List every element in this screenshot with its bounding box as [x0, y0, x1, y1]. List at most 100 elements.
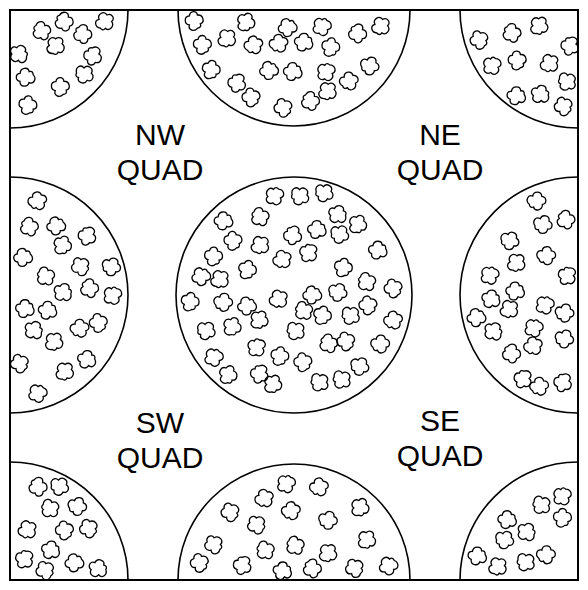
- pellet-squiggle: [41, 329, 66, 354]
- pellet-squiggle: [100, 283, 126, 309]
- pellet-squiggle: [311, 304, 333, 326]
- pellet-squiggle: [554, 69, 578, 95]
- corner-circle: [460, 462, 578, 580]
- pellet-squiggle: [68, 254, 93, 279]
- pellet-squiggle: [193, 35, 211, 54]
- pellet-squiggle: [506, 86, 527, 107]
- pellet-squiggle: [37, 496, 63, 522]
- pellet-squiggle: [77, 516, 101, 541]
- pellet-squiggle: [234, 10, 258, 34]
- pellet-squiggle: [10, 351, 31, 375]
- pellet-squiggle: [320, 37, 341, 58]
- pellet-squiggle: [553, 508, 572, 528]
- pellet-squiggle: [51, 77, 69, 96]
- pellet-squiggle: [554, 208, 577, 231]
- pellet-squiggle: [306, 220, 327, 240]
- pellet-squiggle: [501, 343, 521, 364]
- pellet-squiggle: [555, 304, 575, 323]
- pellet-squiggle: [301, 558, 323, 580]
- pellet-squiggle: [335, 330, 357, 353]
- pellet-squiggle: [39, 539, 62, 562]
- pellet-squiggle: [226, 72, 248, 95]
- pellet-squiggle: [537, 51, 563, 77]
- pellet-squiggle: [370, 334, 390, 354]
- pellet-squiggle: [500, 22, 523, 45]
- pellet-squiggle: [368, 13, 394, 39]
- pellet-squiggle: [555, 263, 578, 288]
- pellet-squiggle: [76, 224, 99, 247]
- pellet-squiggle: [248, 362, 271, 385]
- pellet-squiggle: [382, 277, 404, 300]
- pellet-squiggle: [549, 483, 575, 509]
- pellet-squiggle: [287, 184, 312, 209]
- pellet-squiggle: [291, 298, 316, 323]
- frame: [10, 10, 578, 580]
- pellet-squiggle: [382, 309, 405, 332]
- pellet-squiggle: [326, 281, 349, 303]
- pellet-squiggle: [466, 308, 487, 328]
- pellet-squiggle: [214, 26, 240, 52]
- pellet-squiggle: [333, 257, 354, 278]
- pellet-squiggle: [367, 240, 388, 261]
- pellet-squiggle: [376, 554, 400, 578]
- pellet-squiggle: [207, 267, 233, 293]
- pellet-squiggle: [88, 312, 109, 334]
- pellet-squiggle: [26, 190, 49, 213]
- pellet-squiggle: [521, 334, 545, 358]
- pellet-squiggle: [283, 225, 303, 245]
- pellet-squiggle: [559, 34, 578, 57]
- pellet-squiggle: [16, 68, 35, 86]
- pellet-squiggle: [267, 32, 290, 55]
- pellet-squiggle: [216, 363, 240, 387]
- pellet-squiggle: [536, 545, 557, 565]
- pellet-squiggle: [507, 50, 526, 70]
- pellet-squiggle: [338, 70, 361, 92]
- pellet-squiggle: [511, 367, 535, 392]
- pellet-squiggle: [346, 212, 370, 237]
- pellet-squiggle: [505, 281, 525, 301]
- pellet-squiggle: [188, 551, 210, 574]
- pellet-squiggle: [201, 345, 226, 369]
- pellet-squiggle: [313, 59, 339, 85]
- pellet-squiggle: [236, 296, 257, 316]
- pellet-squiggle: [532, 292, 557, 317]
- pellet-squiggle: [521, 316, 546, 341]
- pellet-squiggle: [293, 351, 314, 372]
- pellet-squiggle: [328, 223, 352, 246]
- edge-circle: [10, 177, 128, 413]
- pellet-squiggle: [273, 471, 298, 496]
- pellet-squiggle: [201, 59, 222, 81]
- pellet-squiggle: [272, 96, 295, 119]
- quadrant-label: SW QUAD: [104, 405, 216, 475]
- pellet-squiggle: [348, 495, 372, 520]
- quadrant-label: SE QUAD: [384, 403, 496, 473]
- pellet-squiggle: [309, 14, 334, 39]
- pellet-squiggle: [53, 11, 75, 33]
- pellet-squiggle: [194, 319, 218, 343]
- pellet-squiggle: [244, 512, 269, 537]
- pellet-squiggle: [528, 492, 554, 518]
- pellet-squiggle: [496, 296, 522, 322]
- pellet-squiggle: [514, 519, 540, 545]
- pellet-squiggle: [270, 346, 291, 367]
- pellet-squiggle: [25, 381, 50, 405]
- pellet-squiggle: [21, 317, 47, 342]
- pellet-squiggle: [258, 60, 279, 81]
- pellet-squiggle: [14, 298, 35, 319]
- pellet-squiggle: [184, 11, 204, 31]
- pellet-squiggle: [64, 553, 84, 573]
- pellet-squiggle: [262, 183, 288, 209]
- pellet-squiggle: [536, 246, 557, 266]
- pellet-squiggle: [553, 328, 575, 349]
- pellet-squiggle: [283, 533, 308, 558]
- pellet-squiggle: [329, 367, 355, 393]
- pellet-squiggle: [68, 318, 90, 340]
- pellet-squiggle: [33, 264, 58, 289]
- pellet-squiggle: [247, 232, 273, 258]
- pellet-squiggle: [527, 192, 547, 211]
- corner-circle: [460, 10, 578, 128]
- pellet-squiggle: [30, 19, 54, 44]
- pellet-squiggle: [18, 215, 41, 239]
- pellet-squiggle: [52, 359, 78, 385]
- pellet-squiggle: [307, 370, 333, 395]
